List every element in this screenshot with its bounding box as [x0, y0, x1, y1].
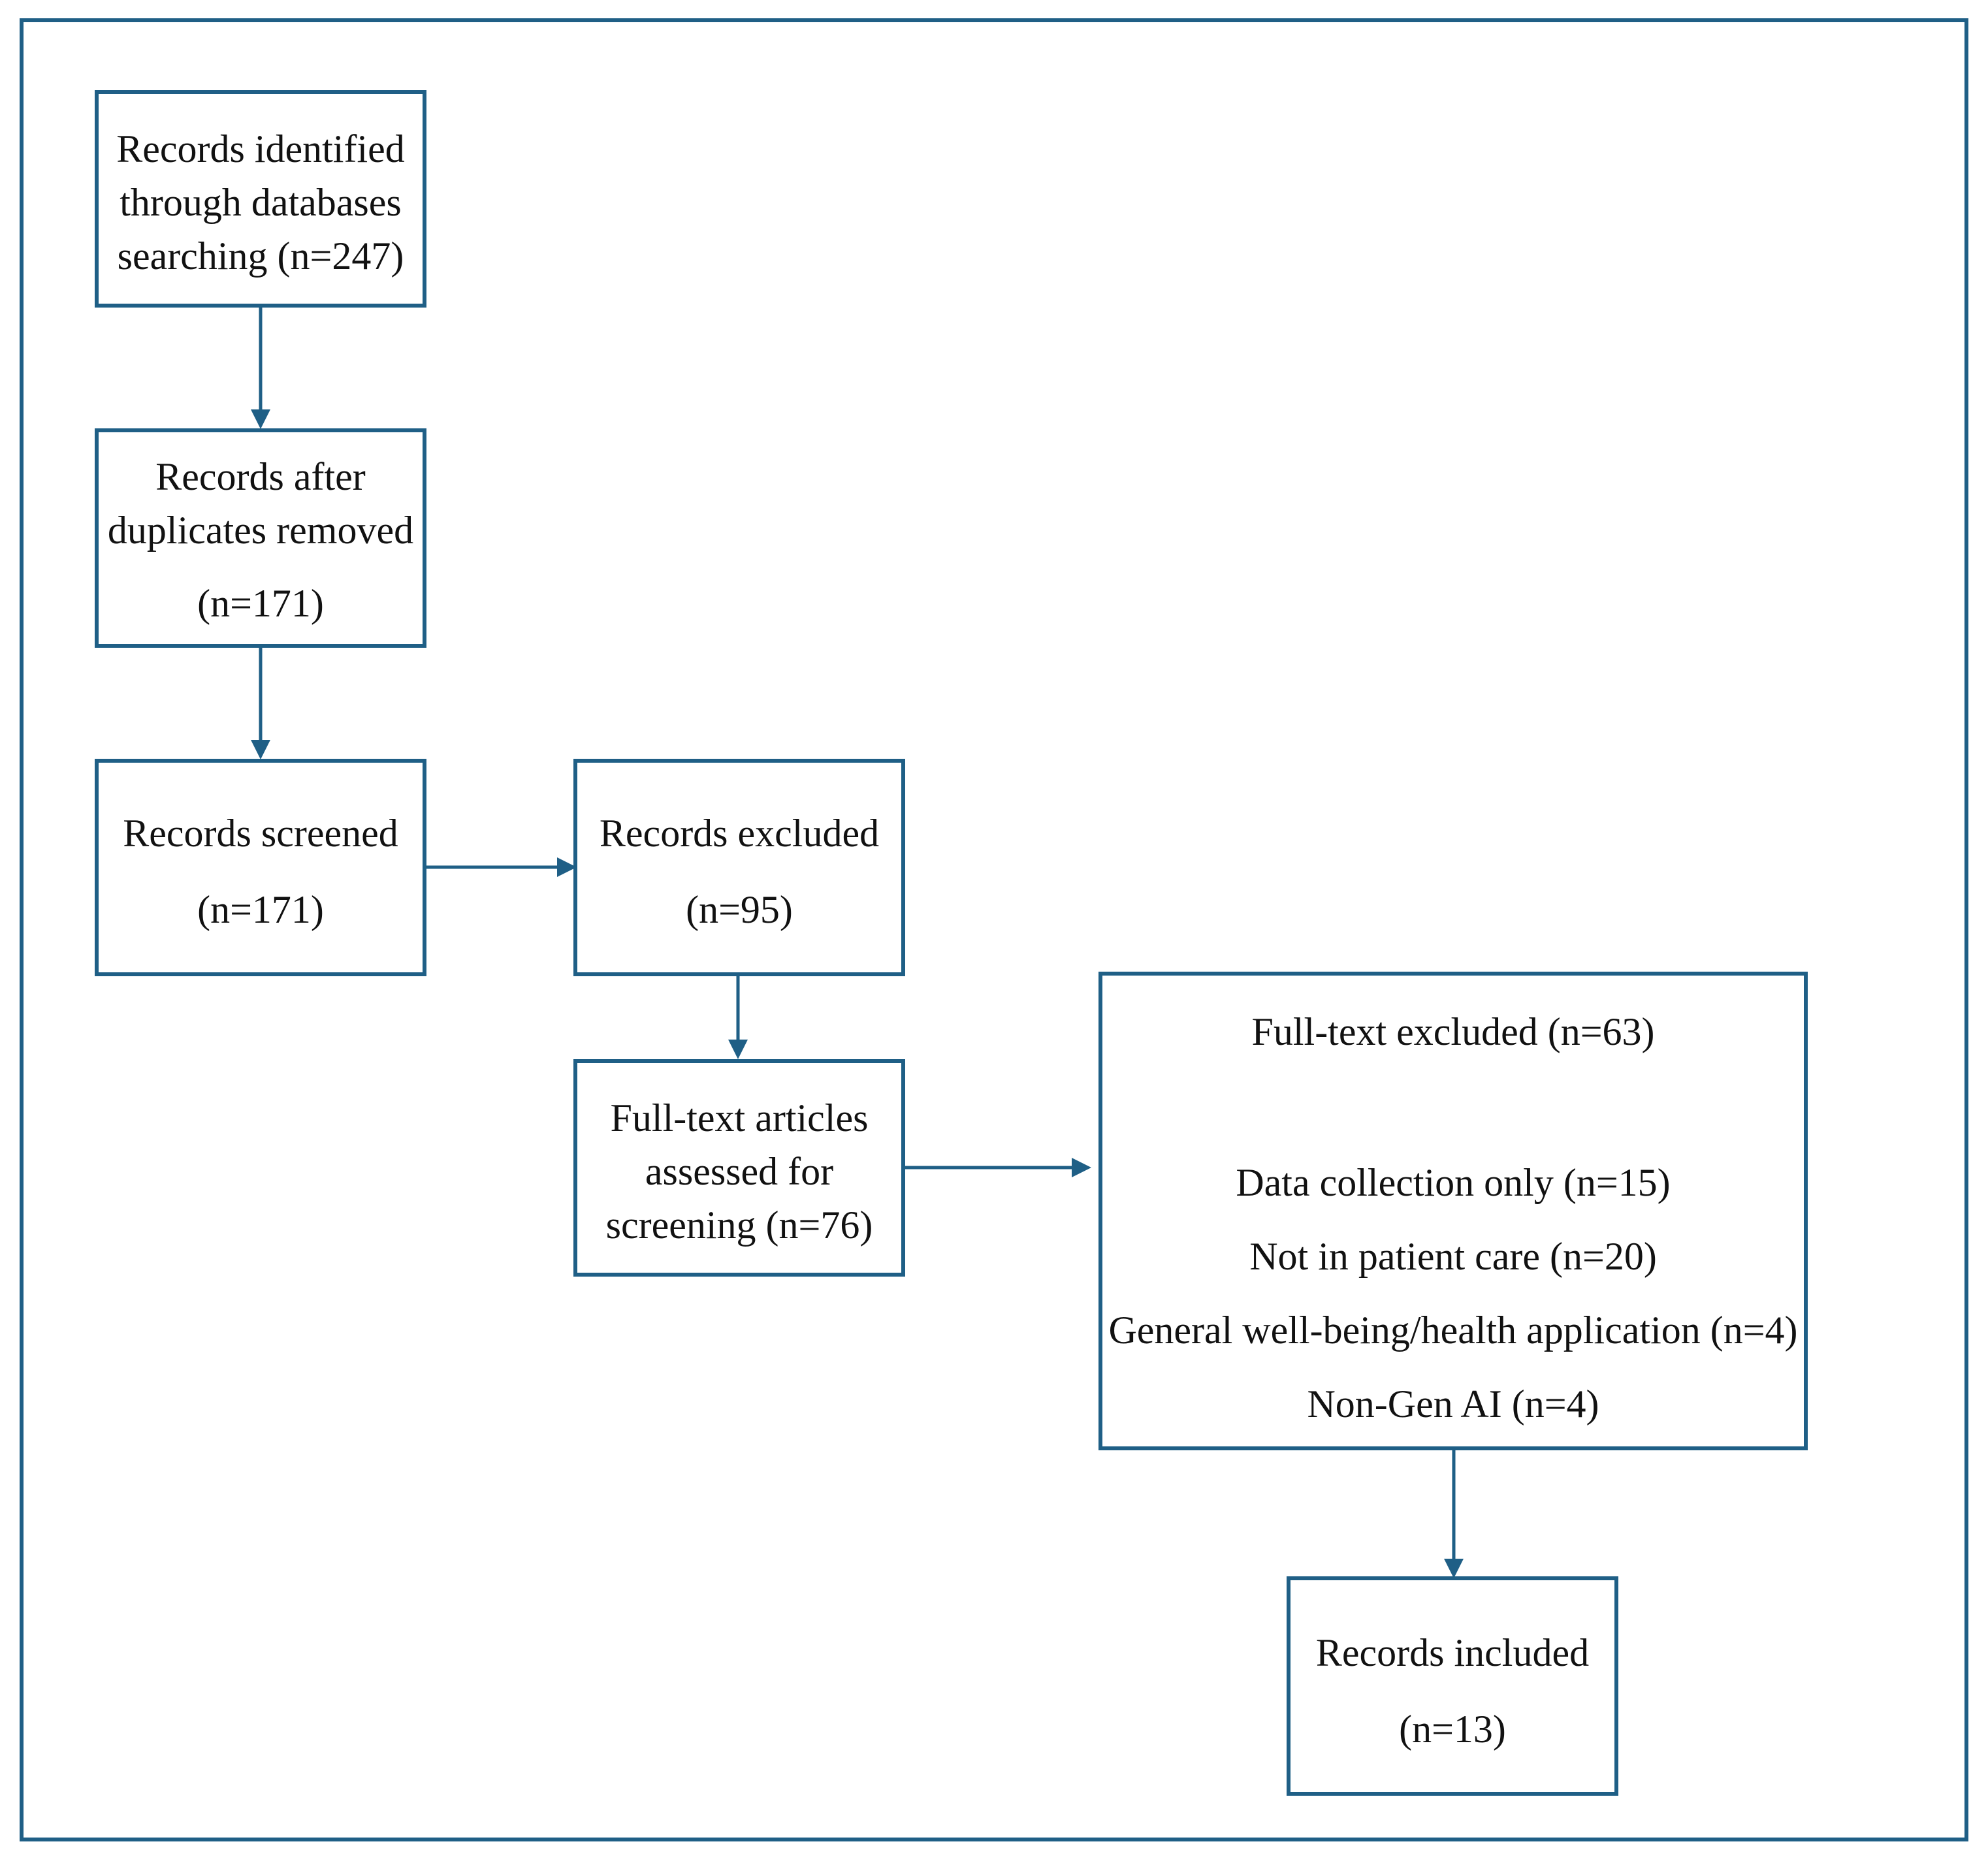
fulltext-assessed-box: Full-text articles assessed for screenin… — [573, 1059, 905, 1277]
diagram-frame — [20, 18, 1968, 1841]
deduplicated-line-2: duplicates removed — [107, 509, 414, 552]
fulltext-excluded-box: Full-text excluded (n=63) Data collectio… — [1098, 972, 1808, 1450]
exclusion-reason-1: Data collection only (n=15) — [1236, 1161, 1671, 1204]
included-line-2: (n=13) — [1399, 1708, 1506, 1751]
excluded-line-1: Records excluded — [599, 812, 880, 855]
exclusion-reason-4: Non-Gen AI (n=4) — [1307, 1382, 1599, 1425]
deduplicated-line-1: Records after — [155, 455, 366, 498]
included-line-1: Records included — [1315, 1631, 1590, 1674]
records-identified-line-1: Records identified — [116, 127, 405, 170]
screened-line-2: (n=171) — [197, 888, 324, 931]
records-identified-line-3: searching (n=247) — [117, 234, 404, 278]
records-screened-box: Records screened (n=171) — [95, 759, 426, 976]
fulltext-assessed-line-3: screening (n=76) — [605, 1203, 873, 1247]
excluded-line-2: (n=95) — [686, 888, 793, 931]
exclusion-reason-2: Not in patient care (n=20) — [1249, 1235, 1657, 1278]
exclusion-reason-3: General well-being/health application (n… — [1108, 1309, 1798, 1352]
deduplicated-line-3: (n=171) — [197, 582, 324, 625]
records-after-duplicates-box: Records after duplicates removed (n=171) — [95, 428, 426, 648]
records-identified-box: Records identified through databases sea… — [95, 90, 426, 308]
records-identified-line-2: through databases — [120, 181, 402, 224]
fulltext-excluded-title: Full-text excluded (n=63) — [1251, 1010, 1655, 1053]
records-included-box: Records included (n=13) — [1287, 1576, 1618, 1796]
fulltext-assessed-line-1: Full-text articles — [610, 1096, 869, 1139]
fulltext-assessed-line-2: assessed for — [645, 1150, 834, 1193]
records-excluded-box: Records excluded (n=95) — [573, 759, 905, 976]
screened-line-1: Records screened — [123, 812, 398, 855]
